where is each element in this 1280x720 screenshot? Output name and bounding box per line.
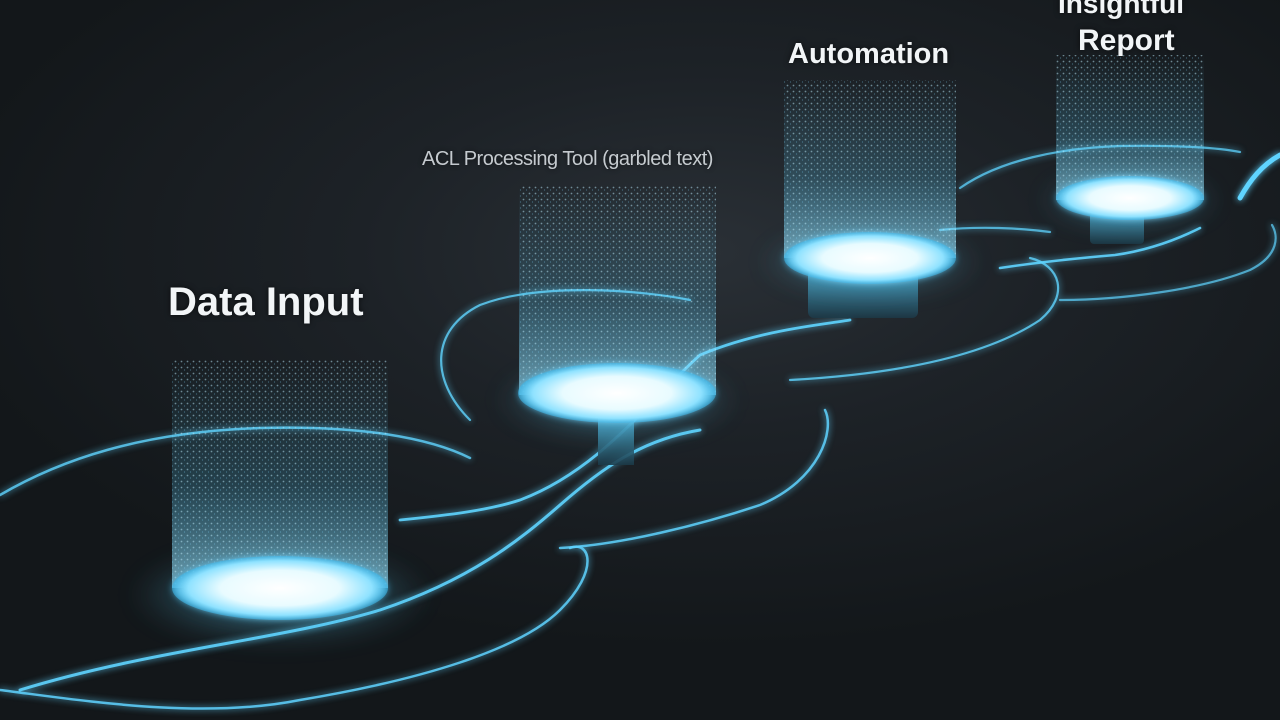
stage-label-report-line1: Insightful: [1058, 0, 1184, 19]
pillar-processing: [497, 185, 737, 465]
flow-line: [0, 545, 589, 710]
flow-line: [938, 226, 1052, 234]
flow-line: [1237, 152, 1280, 201]
flow-line: [558, 408, 830, 550]
flow-line: [998, 226, 1202, 270]
pillar-automation: [760, 80, 980, 318]
stage-label-report-line2: Report: [1078, 24, 1175, 57]
stage-label-data-input: Data Input: [168, 280, 364, 324]
pillar-report: [1040, 55, 1220, 244]
stage-label-processing: ACL Processing Tool (garbled text): [422, 148, 713, 170]
flow-line: [788, 256, 1060, 382]
stage-label-automation: Automation: [788, 38, 950, 70]
flow-line: [18, 428, 702, 692]
flow-line: [1058, 223, 1277, 302]
pillar-data-input: [130, 360, 430, 645]
